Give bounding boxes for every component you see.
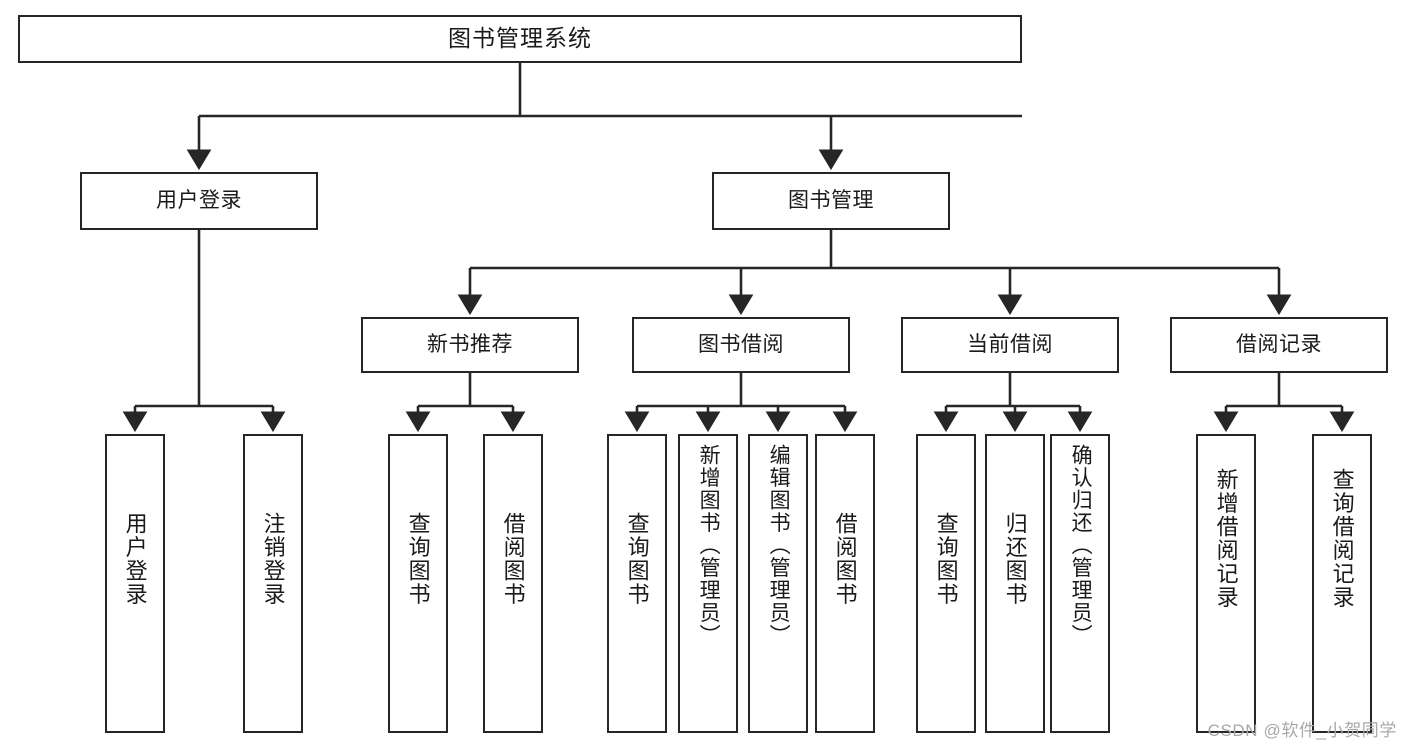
node-leaf-edit-book-admin-label: 编辑图书（管理员） (767, 444, 791, 647)
node-leaf-borrow-book[interactable]: 借阅图书 (815, 434, 875, 733)
node-leaf-user-logout-label: 注销登录 (260, 512, 286, 606)
node-leaf-add-borrow-record-label: 新增借阅记录 (1213, 468, 1239, 609)
node-leaf-query-book-current[interactable]: 查询图书 (916, 434, 976, 733)
node-leaf-borrow-book-rec-label: 借阅图书 (500, 512, 526, 606)
node-root[interactable]: 图书管理系统 (18, 15, 1022, 63)
node-current-borrow-label: 当前借阅 (967, 332, 1053, 356)
node-leaf-query-book-rec[interactable]: 查询图书 (388, 434, 448, 733)
node-book-borrow[interactable]: 图书借阅 (632, 317, 850, 373)
node-leaf-return-book-label: 归还图书 (1002, 512, 1028, 606)
node-root-label: 图书管理系统 (448, 25, 592, 52)
csdn-watermark: CSDN @软件_小贺同学 (1207, 721, 1397, 740)
node-leaf-user-logout[interactable]: 注销登录 (243, 434, 303, 733)
node-book-manage[interactable]: 图书管理 (712, 172, 950, 230)
node-leaf-query-borrow-record-label: 查询借阅记录 (1329, 468, 1355, 609)
node-borrow-record[interactable]: 借阅记录 (1170, 317, 1388, 373)
node-new-book-recommend-label: 新书推荐 (427, 332, 513, 356)
node-leaf-query-book-current-label: 查询图书 (933, 512, 959, 606)
node-leaf-query-borrow-record[interactable]: 查询借阅记录 (1312, 434, 1372, 733)
node-leaf-confirm-return-admin-label: 确认归还（管理员） (1069, 444, 1093, 647)
node-user-login-label: 用户登录 (156, 188, 242, 212)
node-leaf-query-book-rec-label: 查询图书 (405, 512, 431, 606)
node-leaf-add-book-admin[interactable]: 新增图书（管理员） (678, 434, 738, 733)
node-leaf-borrow-book-rec[interactable]: 借阅图书 (483, 434, 543, 733)
node-borrow-record-label: 借阅记录 (1236, 332, 1322, 356)
node-user-login[interactable]: 用户登录 (80, 172, 318, 230)
node-leaf-user-login-label: 用户登录 (122, 512, 148, 606)
node-leaf-query-book-borrow-label: 查询图书 (624, 512, 650, 606)
node-book-borrow-label: 图书借阅 (698, 332, 784, 356)
node-leaf-user-login[interactable]: 用户登录 (105, 434, 165, 733)
node-book-manage-label: 图书管理 (788, 188, 874, 212)
node-leaf-add-book-admin-label: 新增图书（管理员） (697, 444, 721, 647)
node-leaf-confirm-return-admin[interactable]: 确认归还（管理员） (1050, 434, 1110, 733)
node-leaf-add-borrow-record[interactable]: 新增借阅记录 (1196, 434, 1256, 733)
node-current-borrow[interactable]: 当前借阅 (901, 317, 1119, 373)
node-new-book-recommend[interactable]: 新书推荐 (361, 317, 579, 373)
node-leaf-borrow-book-label: 借阅图书 (832, 512, 858, 606)
node-leaf-return-book[interactable]: 归还图书 (985, 434, 1045, 733)
node-leaf-edit-book-admin[interactable]: 编辑图书（管理员） (748, 434, 808, 733)
node-leaf-query-book-borrow[interactable]: 查询图书 (607, 434, 667, 733)
